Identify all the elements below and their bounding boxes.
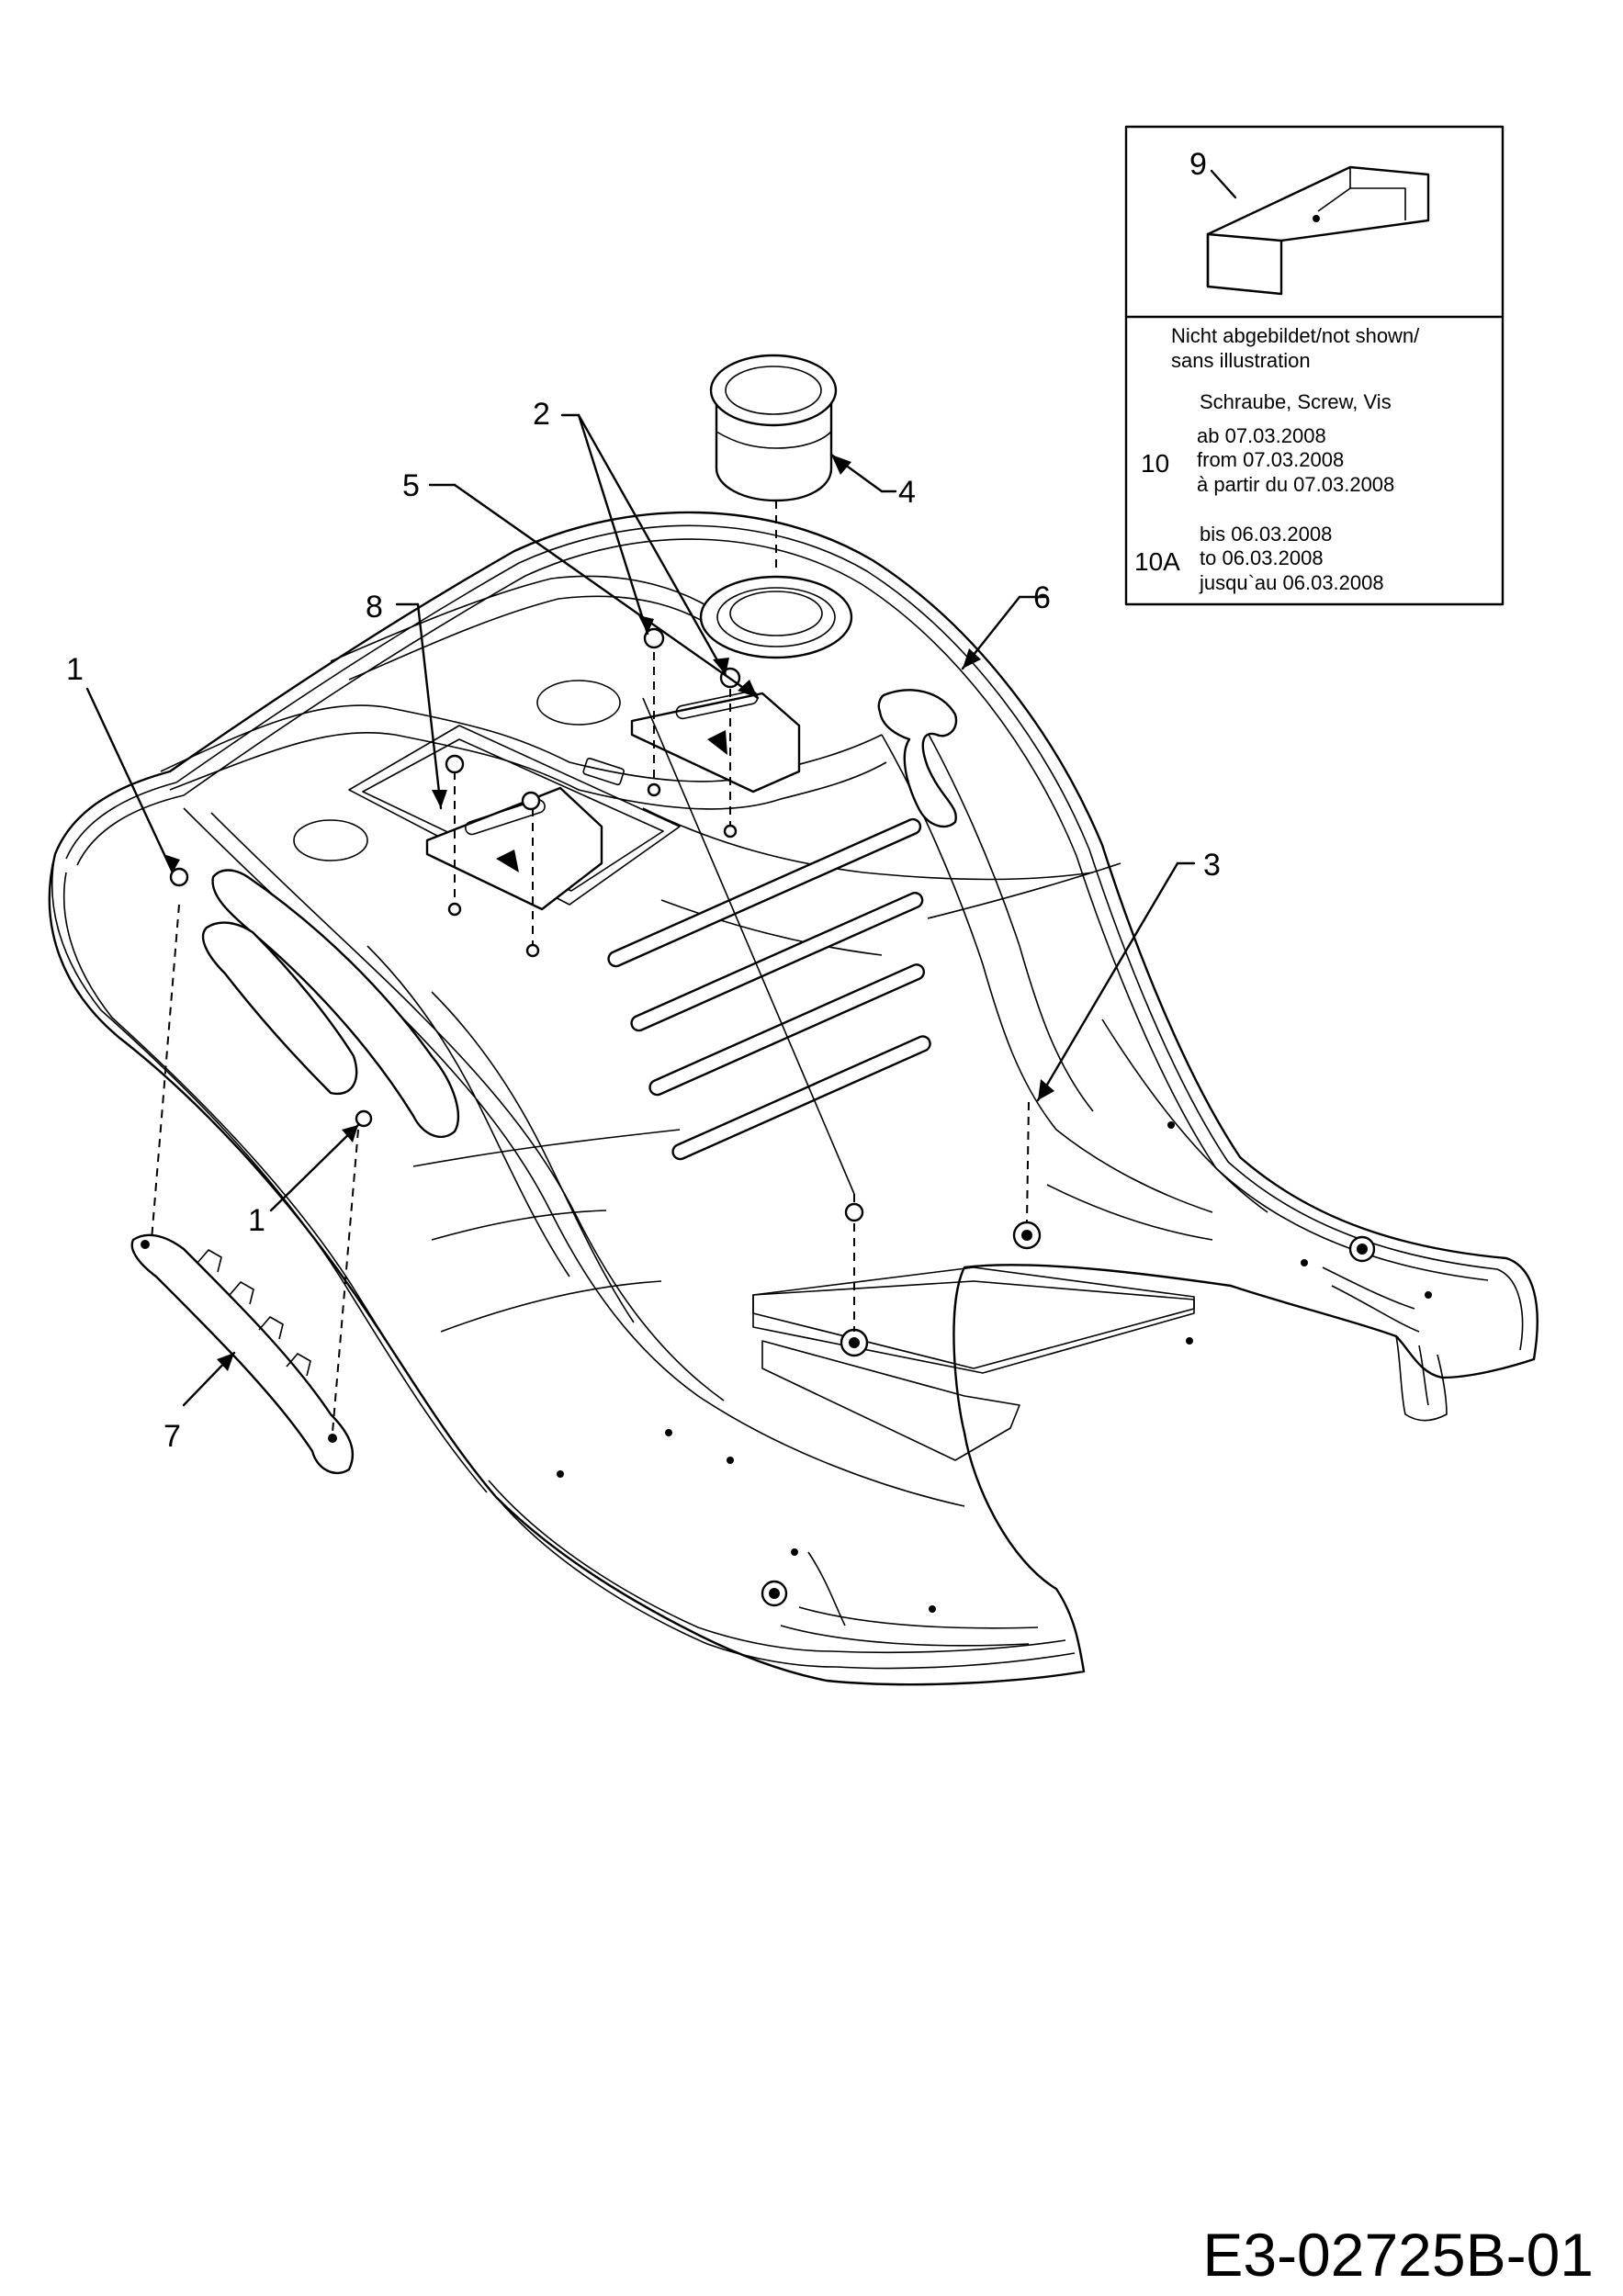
callout-1-upper: 1 (66, 652, 84, 687)
callout-1-lower: 1 (248, 1203, 265, 1238)
document-id: E3-02725B-01 (1202, 2221, 1594, 2289)
callout-8: 8 (366, 590, 383, 625)
not-shown-line-1: Nicht abgebildet/not shown/ (1171, 324, 1420, 347)
callout-6: 6 (1033, 580, 1051, 615)
fender-shell-drawing (48, 511, 1538, 1686)
callout-7: 7 (163, 1419, 181, 1454)
leader-lines (85, 413, 1196, 1434)
part-10-date-fr: à partir du 07.03.2008 (1197, 473, 1394, 496)
part-10-date-de: ab 07.03.2008 (1197, 424, 1326, 447)
part-10a-date-en: to 06.03.2008 (1200, 546, 1324, 569)
part-10a-date-fr: jusqu`au 06.03.2008 (1199, 571, 1384, 594)
mounting-holes (557, 1121, 1432, 1613)
not-shown-line-2: sans illustration (1171, 349, 1311, 372)
vent-slots (607, 817, 931, 1161)
part-10-name: Schraube, Screw, Vis (1200, 390, 1392, 413)
seat-bracket-right (630, 627, 801, 793)
part-10a-date-de: bis 06.03.2008 (1200, 523, 1332, 546)
fuel-cap-drawing (709, 354, 838, 502)
callout-9: 9 (1189, 147, 1207, 182)
part-10a-number: 10A (1134, 547, 1180, 576)
part-9-bracket-drawing (1206, 165, 1430, 296)
callout-5: 5 (402, 468, 420, 503)
inset-panel: 9 Nicht abgebildet/not shown/ sans illus… (1124, 125, 1505, 606)
callout-3: 3 (1203, 848, 1221, 883)
part-10-date-en: from 07.03.2008 (1197, 448, 1344, 471)
callout-2: 2 (533, 397, 550, 432)
callout-4: 4 (898, 475, 916, 510)
fender-strip-drawing (130, 1233, 355, 1475)
part-10-number: 10 (1141, 449, 1169, 478)
